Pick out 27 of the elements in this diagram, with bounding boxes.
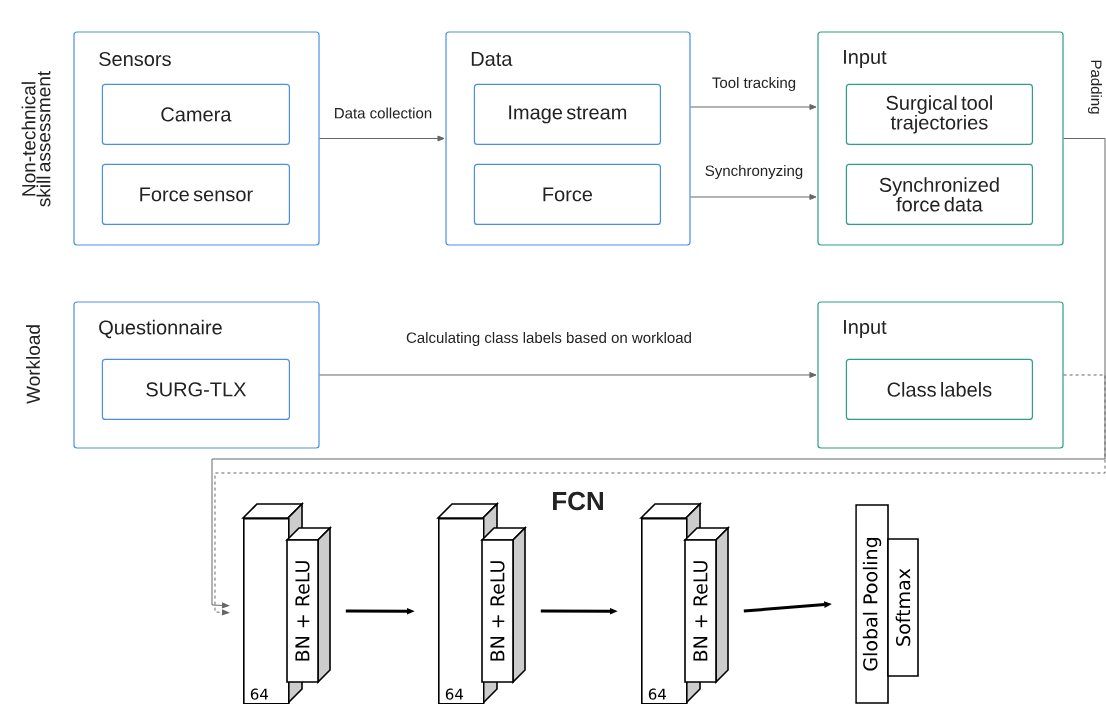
pooling-layer: Global Pooling [855,504,889,704]
edge-label: Tool tracking [710,76,798,92]
edge-label: Padding [1087,58,1103,116]
arrow [690,194,817,200]
item-box: Force sensor [101,163,290,225]
arrow [214,374,1106,616]
item-box: Image stream [473,83,661,145]
edge-label: Data collection [332,106,434,120]
arrow [211,138,1106,609]
node-label: 64 [445,688,464,700]
item-box: Class labels [845,358,1033,420]
edge-label: Synchronyzing [703,164,805,180]
row-label: Workload [26,325,40,404]
section-title: FCN [553,491,603,511]
edge-label: Calculating class labels based on workload [405,331,693,347]
softmax-layer: Softmax [887,538,919,677]
item-box: SURG-TLX [101,358,290,420]
arrow [319,372,817,378]
node-label: 64 [250,688,269,700]
item-box: Force [473,163,661,225]
arrow [319,135,445,142]
node-label: 64 [648,688,667,700]
arrow [690,104,817,110]
item-box: Camera [101,83,290,145]
row-label: Non-technical skill assessment [21,71,51,207]
item-box: Surgical tool trajectories [845,83,1033,145]
item-box: Synchronized force data [845,163,1033,225]
